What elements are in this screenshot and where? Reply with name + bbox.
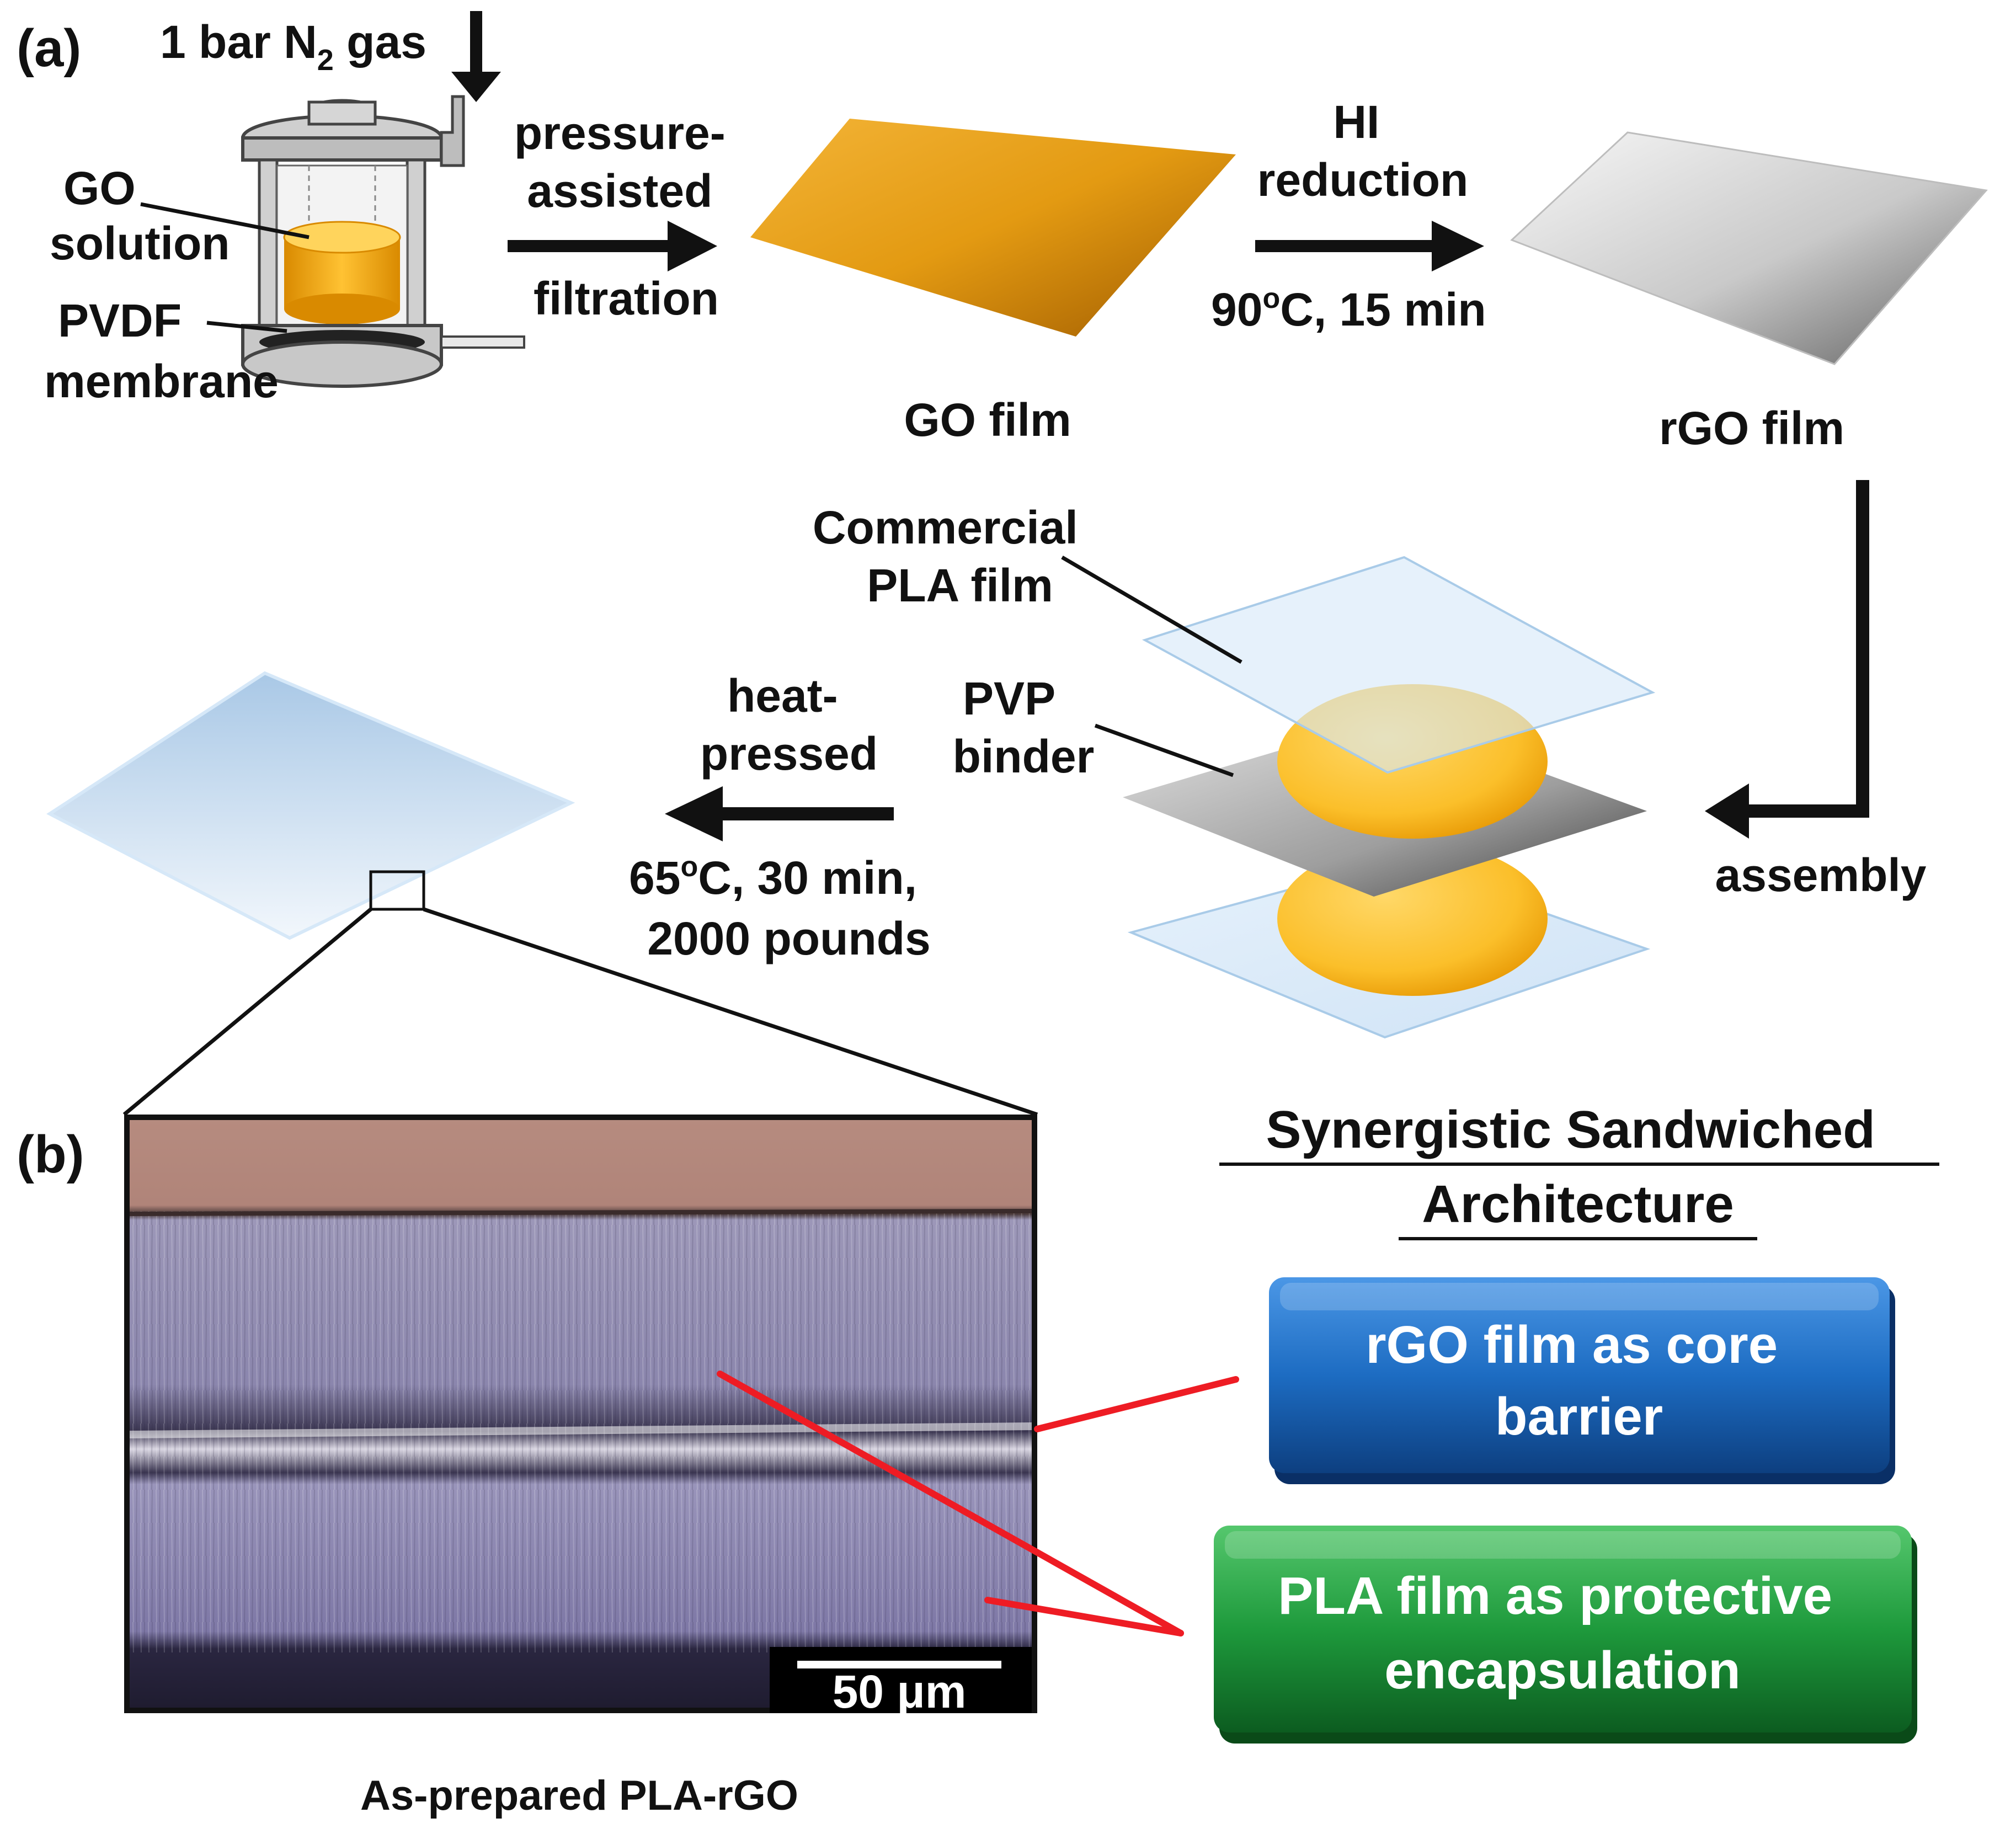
go-film-sheet	[750, 119, 1236, 337]
optical-micrograph	[124, 1115, 1037, 1713]
commercial-pla-label: Commercial PLA film	[813, 502, 1091, 611]
step3-force: 2000 pounds	[647, 913, 930, 964]
step3-label: heat- pressed	[700, 670, 878, 780]
step2-label: HI reduction	[1257, 96, 1469, 206]
micrograph-caption: As-prepared PLA-rGO	[360, 1772, 798, 1819]
gas-label: 1 bar N2 gas	[160, 16, 426, 77]
core-barrier-text: rGO film as core barrier	[1366, 1315, 1793, 1446]
connector-lines	[717, 1371, 1239, 1636]
core-barrier-box	[1269, 1277, 1895, 1484]
architecture-title: Synergistic Sandwiched Architecture	[1266, 1100, 1890, 1234]
pvdf-membrane-label: PVDF membrane	[44, 295, 279, 407]
step3-arrow	[665, 786, 894, 841]
step1-arrow	[508, 221, 717, 271]
pvp-binder-pointer	[1094, 723, 1234, 777]
rgo-film-sheet	[1510, 131, 1988, 365]
pla-rgo-laminate	[46, 671, 575, 940]
zoom-line-right	[423, 907, 1038, 1117]
zoom-line-left	[122, 908, 372, 1116]
pvdf-membrane-pointer	[206, 321, 287, 333]
zoom-region-box	[369, 870, 425, 911]
assembly-label: assembly	[1715, 849, 1927, 901]
step2-conditions: 90oC, 15 min	[1211, 282, 1486, 335]
encapsulation-text: PLA film as protective encapsulation	[1278, 1566, 1847, 1700]
step3-conditions: 65oC, 30 min,	[629, 851, 917, 904]
rgo-film-label: rGO film	[1659, 402, 1844, 454]
connector-pla-top	[717, 1371, 1184, 1636]
commercial-pla-pointer	[1061, 555, 1242, 664]
filtration-apparatus	[241, 95, 525, 388]
gas-inlet-arrow	[451, 11, 501, 102]
sandwich-stack-exploded	[1123, 556, 1656, 1039]
top-pla-film	[1142, 556, 1656, 774]
step1-label: pressure- assisted filtration	[514, 107, 738, 324]
connector-pla-bottom	[984, 1597, 1184, 1636]
go-solution-label: GO solution	[50, 162, 230, 269]
scale-bar	[797, 1661, 1001, 1668]
go-film-label: GO film	[904, 394, 1071, 446]
go-solution-pointer	[140, 202, 310, 239]
assembly-arrow	[1705, 480, 1869, 839]
step2-arrow	[1255, 221, 1484, 271]
connector-rgo-layer	[1034, 1376, 1239, 1432]
scale-bar-background	[770, 1647, 1032, 1713]
pvp-binder-label: PVP binder	[953, 673, 1095, 782]
panel-a-label: (a)	[17, 19, 81, 78]
panel-b-label: (b)	[17, 1125, 84, 1184]
scale-bar-label: 50 μm	[833, 1666, 967, 1718]
encapsulation-box	[1214, 1526, 1917, 1744]
